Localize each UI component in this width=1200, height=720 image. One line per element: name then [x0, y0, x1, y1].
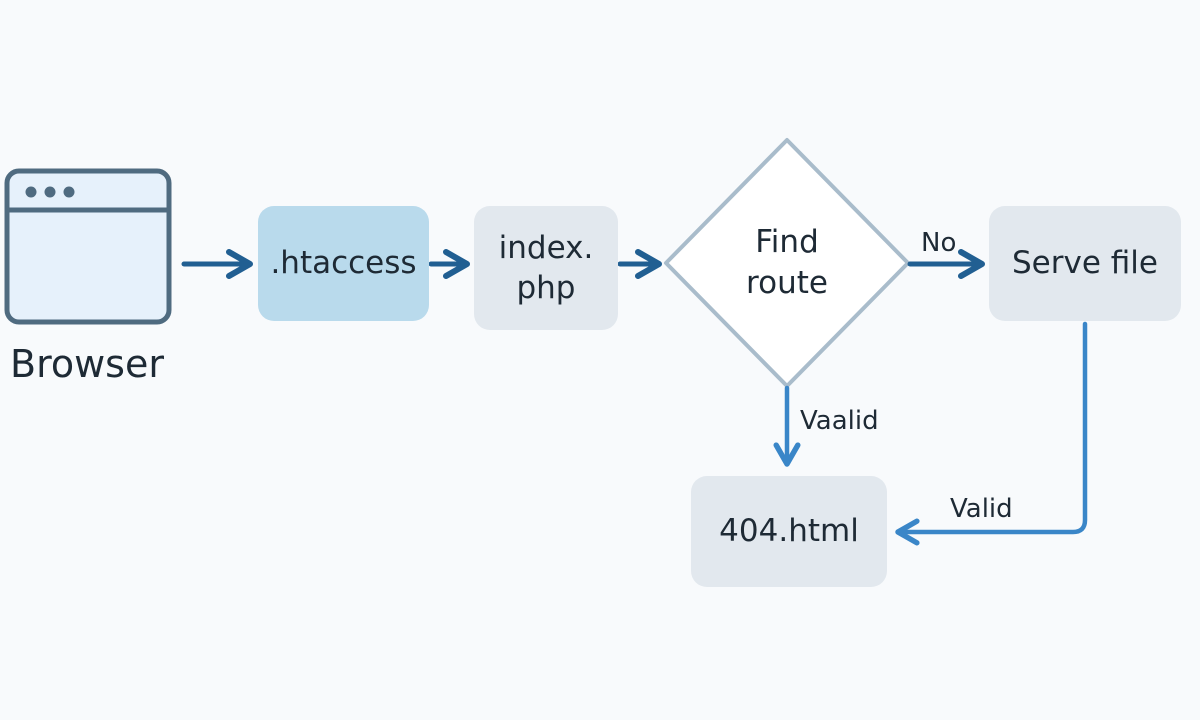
edge-label-valid: Valid [950, 494, 1013, 524]
browser-label: Browser [10, 342, 164, 386]
404-html-node: 404.html [691, 476, 887, 587]
find-route-label: Find route [746, 224, 828, 301]
index-php-label: index. php [498, 229, 594, 306]
404-html-label: 404.html [719, 513, 859, 550]
serve-file-label: Serve file [1012, 245, 1158, 282]
edge-label-no: No [921, 228, 957, 258]
htaccess-node: .htaccess [258, 206, 429, 321]
edge-label-vaalid: Vaalid [800, 406, 879, 436]
serve-file-node: Serve file [989, 206, 1181, 321]
htaccess-label: .htaccess [270, 245, 417, 282]
browser-window-icon [4, 168, 172, 325]
find-route-node: Find route [666, 140, 908, 386]
index-php-node: index. php [474, 206, 618, 330]
arrow-serve-file-to-404 [895, 321, 1088, 546]
